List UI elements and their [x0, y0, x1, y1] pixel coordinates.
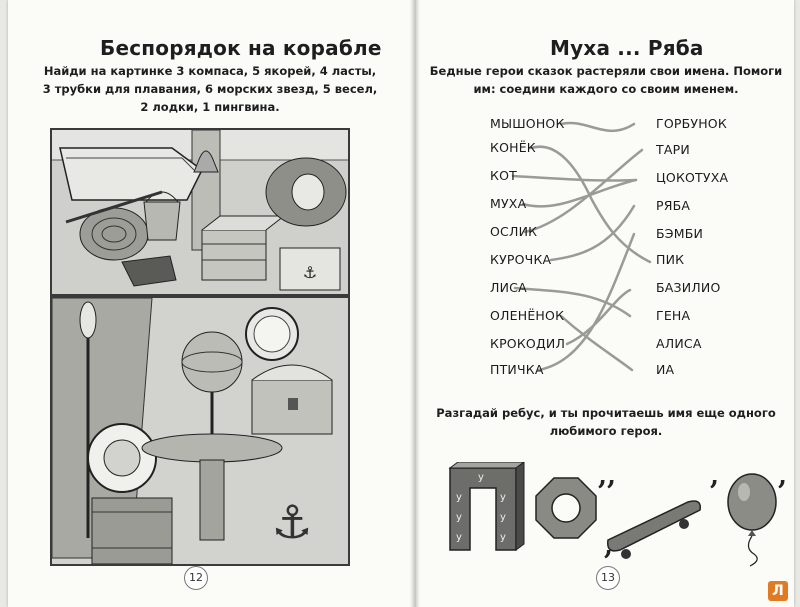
globe-icon: [181, 331, 243, 438]
rebus-letter: у: [478, 472, 484, 483]
rebus-letter: у: [456, 532, 462, 543]
book-spread: Беспорядок на корабле Найди на картинке …: [8, 0, 794, 607]
right-name: РЯБА: [656, 198, 691, 213]
boat-icon: [59, 147, 203, 201]
rebus-line: любимого героя.: [549, 424, 663, 438]
bucket-icon: [143, 191, 181, 241]
instruction-line: 2 лодки, 1 пингвина.: [140, 100, 280, 114]
right-page-title: Муха ... Ряба: [550, 36, 704, 60]
left-instructions: Найди на картинке 3 компаса, 5 якорей, 4…: [30, 62, 390, 116]
flipper-icon: [121, 255, 177, 287]
rebus-letter: у: [500, 492, 506, 503]
right-intro: Бедные герои сказок растеряли свои имена…: [426, 62, 786, 98]
svg-text:⚓: ⚓: [271, 495, 312, 549]
right-name: ПИК: [656, 252, 685, 267]
intro-line: Бедные герои сказок растеряли свои имена…: [429, 64, 783, 78]
left-name: МЫШОНОК: [490, 116, 565, 131]
ship-scene-top: ⚓: [50, 128, 350, 296]
right-page: Муха ... Ряба Бедные герои сказок растер…: [418, 0, 794, 607]
skateboard-icon: [607, 500, 701, 559]
instruction-line: Найди на картинке 3 компаса, 5 якорей, 4…: [43, 64, 377, 78]
rebus-letter: у: [456, 512, 462, 523]
instruction-line: 3 трубки для плавания, 6 морских звезд, …: [42, 82, 378, 96]
rebus-letter: у: [500, 532, 506, 543]
ship-scene-bottom: ⚓: [50, 296, 350, 566]
right-name: АЛИСА: [656, 336, 702, 351]
right-name: ГЕНА: [656, 308, 691, 323]
left-name: ЛИСА: [490, 280, 527, 295]
left-page: Беспорядок на корабле Найди на картинке …: [8, 0, 408, 607]
page-number-right: 13: [596, 566, 620, 590]
left-name: ОСЛИК: [490, 224, 538, 239]
watermark-logo: Л: [768, 581, 788, 601]
rebus-letter: у: [456, 492, 462, 503]
rebus-line: Разгадай ребус, и ты прочитаешь имя еще …: [436, 406, 776, 420]
diving-helmet-icon: [265, 157, 347, 227]
left-name: КОТ: [490, 168, 517, 183]
left-name: ОЛЕНЁНОК: [490, 308, 565, 323]
right-name: ЦОКОТУХА: [656, 170, 729, 185]
balloon-icon: [727, 473, 777, 567]
barrel-icon: [91, 497, 173, 564]
rebus-pictures: у у у у у у у ,, , ,: [448, 462, 787, 567]
right-name: БАЗИЛИО: [656, 280, 721, 295]
letter-p-icon: у у у у у у у: [448, 462, 525, 551]
oar-icon: [65, 190, 163, 224]
intro-line: им: соедини каждого со своим именем.: [473, 82, 739, 96]
left-name: КУРОЧКА: [490, 252, 552, 267]
book-gutter: [410, 0, 420, 607]
svg-text:⚓: ⚓: [303, 263, 317, 282]
crate-icon: [201, 215, 286, 281]
rope-coil-icon: [79, 207, 149, 261]
page-number-left: 12: [184, 566, 208, 590]
nut-icon: [535, 477, 597, 539]
left-name: КОНЁК: [490, 140, 536, 155]
rebus-letter: у: [500, 512, 506, 523]
comma-mark: ,: [604, 531, 613, 561]
left-name: КРОКОДИЛ: [490, 336, 566, 351]
right-name: ГОРБУНОК: [656, 116, 727, 131]
anchor-icon: ⚓: [271, 495, 312, 549]
life-ring-icon: [87, 423, 157, 493]
porthole-icon: [245, 307, 299, 361]
table-icon: [141, 433, 283, 541]
left-name: МУХА: [490, 196, 527, 211]
comma-mark: ,: [710, 462, 719, 491]
left-name: ПТИЧКА: [490, 362, 544, 377]
right-name: ИА: [656, 362, 675, 377]
comma-mark: ,,: [598, 462, 616, 491]
bell-icon: [193, 150, 219, 173]
matching-lines: [511, 121, 652, 372]
rebus-instructions: Разгадай ребус, и ты прочитаешь имя еще …: [426, 404, 786, 440]
oar-icon: [79, 301, 97, 538]
box-with-anchor-icon: ⚓: [279, 247, 341, 291]
right-name: ТАРИ: [656, 142, 690, 157]
right-name: БЭМБИ: [656, 226, 704, 241]
comma-mark: ,: [778, 462, 787, 491]
left-page-title: Беспорядок на корабле: [100, 36, 382, 60]
treasure-chest-icon: [251, 364, 333, 435]
